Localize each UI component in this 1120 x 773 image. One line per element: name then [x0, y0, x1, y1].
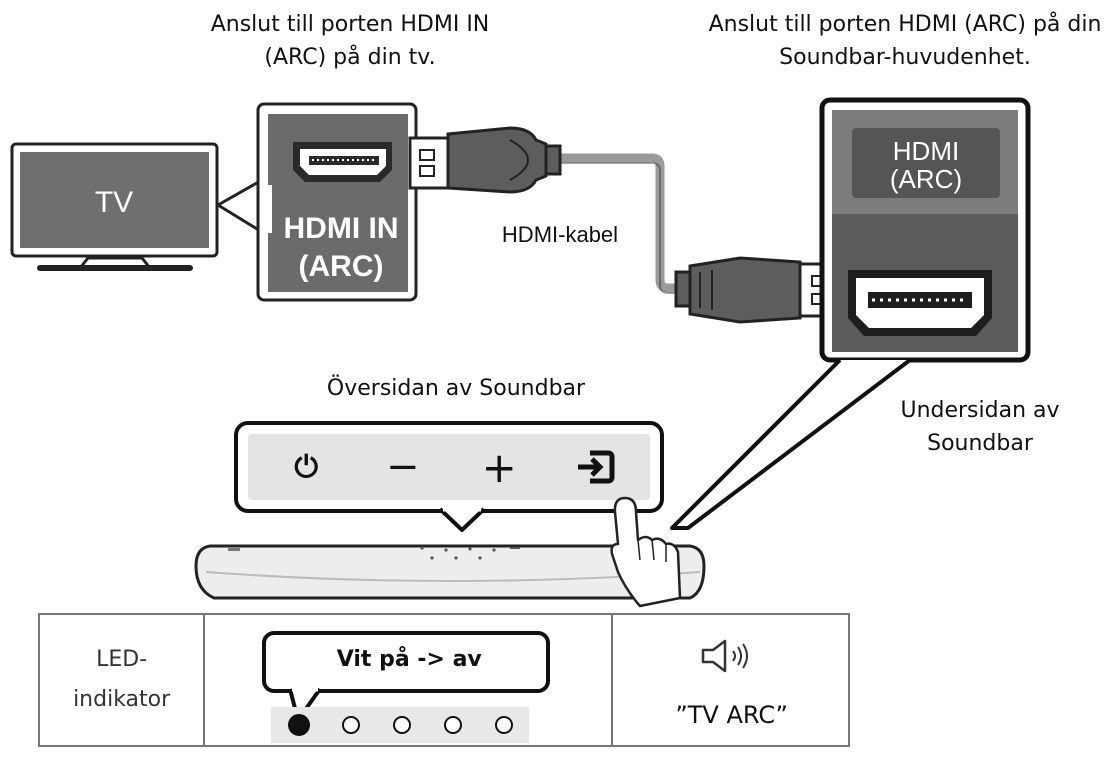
- tv-port-caption-line1: Anslut till porten HDMI IN: [210, 12, 490, 37]
- tv-label: TV: [95, 186, 133, 219]
- tv-icon: TV: [10, 142, 219, 271]
- hand-icon: [610, 496, 682, 608]
- hdmi-plug-soundbar: [674, 256, 838, 324]
- voice-guide-cell: ”TV ARC”: [610, 613, 851, 747]
- led-label-cell: LED- indikator: [37, 613, 206, 747]
- led-status-text: Vit på -> av: [336, 647, 482, 672]
- source-input-icon: [577, 450, 615, 484]
- led-dot-off: [494, 716, 513, 734]
- soundbar-port-caption: Anslut till porten HDMI (ARC) på din Sou…: [690, 8, 1120, 74]
- top-panel-caption: Översidan av Soundbar: [326, 376, 586, 401]
- led-indicator-row: [271, 707, 530, 743]
- tv-port-caption: Anslut till porten HDMI IN (ARC) på din …: [150, 8, 550, 74]
- led-dot-off: [342, 716, 361, 734]
- bottom-panel-caption-line1: Undersidan av: [900, 398, 1060, 423]
- speaker-icon: [701, 639, 748, 673]
- led-label-line1: LED-: [96, 647, 148, 673]
- led-indicator-table: LED- indikator Vit på -> av ”TV ARC”: [37, 613, 851, 747]
- soundbar-port-caption-line2: Soundbar-huvudenhet.: [779, 45, 1031, 70]
- bottom-panel-caption-line2: Soundbar: [927, 431, 1033, 456]
- cable-label: HDMI-kabel: [502, 222, 618, 247]
- tv-port-caption-line2: (ARC) på din tv.: [264, 45, 436, 70]
- voice-guide-text: ”TV ARC”: [675, 701, 788, 729]
- led-dot-off: [393, 716, 412, 734]
- hdmi-plug-tv: [408, 126, 562, 194]
- soundbar-hdmi-port-panel: HDMI (ARC): [819, 97, 1031, 363]
- bottom-panel-caption: Undersidan av Soundbar: [880, 394, 1080, 460]
- volume-up-button[interactable]: +: [481, 442, 517, 492]
- tv-hdmi-port-panel: HDMI IN (ARC): [256, 102, 418, 302]
- soundbar-port-label-line1: HDMI: [893, 136, 959, 166]
- source-button[interactable]: [566, 445, 626, 489]
- top-panel-buttons: ⏻ − +: [258, 438, 644, 496]
- led-state-cell: Vit på -> av: [203, 613, 613, 747]
- top-panel-callout: [234, 421, 664, 532]
- led-dot-on: [287, 714, 310, 736]
- volume-down-button[interactable]: −: [385, 444, 420, 490]
- tv-port-label-line1: HDMI IN: [284, 212, 399, 245]
- soundbar-port-label-line2: (ARC): [890, 164, 962, 194]
- tv-port-label-line2: (ARC): [299, 250, 384, 283]
- led-label-line2: indikator: [73, 687, 171, 712]
- soundbar-port-caption-line1: Anslut till porten HDMI (ARC) på din: [708, 12, 1102, 37]
- led-dot-off: [444, 716, 463, 734]
- power-button[interactable]: ⏻: [294, 449, 319, 485]
